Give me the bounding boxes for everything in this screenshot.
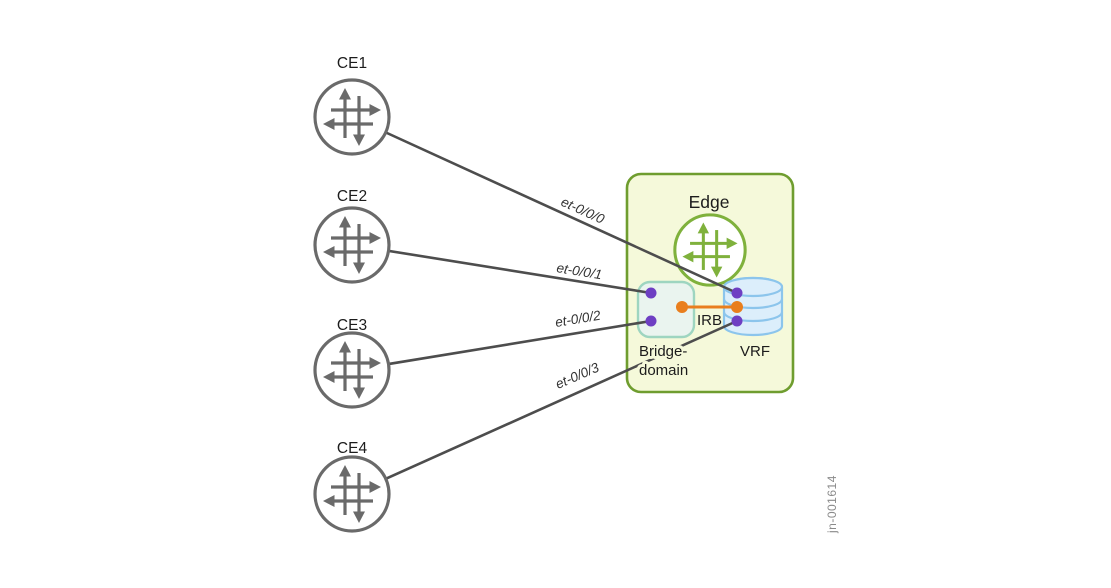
ce3-label: CE3 <box>337 317 367 334</box>
bridge-domain-label-line1: Bridge- <box>639 343 687 360</box>
link-ce2-edge <box>350 243 653 295</box>
ce4-label: CE4 <box>337 440 368 457</box>
ce2-router-icon <box>313 206 391 284</box>
edge-title: Edge <box>689 192 730 212</box>
ce3-router-icon <box>313 331 391 409</box>
port-label-et-0-0-3: et-0/0/3 <box>553 360 601 392</box>
link-ce3-edge <box>350 319 653 372</box>
vrf-port-dot-bottom <box>731 315 743 327</box>
link-ce1-edge <box>350 115 739 295</box>
ce1-label: CE1 <box>337 55 367 72</box>
port-label-et-0-0-1: et-0/0/1 <box>556 260 604 282</box>
bridge-port-dot-top <box>645 287 657 299</box>
bridge-port-dot-bottom <box>645 315 657 327</box>
ce2-label: CE2 <box>337 188 367 205</box>
bridge-domain-label-line2: domain <box>639 362 688 379</box>
link-ce4-edge <box>350 319 739 496</box>
ce4-router-icon <box>313 455 391 533</box>
vrf-port-dot-top <box>731 287 743 299</box>
figure-id-watermark: jn-001614 <box>825 475 839 534</box>
vrf-label: VRF <box>740 343 770 360</box>
irb-label: IRB <box>697 312 722 329</box>
edge-router-icon <box>673 213 747 287</box>
irb-port-dot-bridge <box>676 301 688 313</box>
port-label-et-0-0-2: et-0/0/2 <box>554 308 602 330</box>
irb-port-dot-vrf <box>731 301 743 313</box>
ce1-router-icon <box>313 78 391 156</box>
